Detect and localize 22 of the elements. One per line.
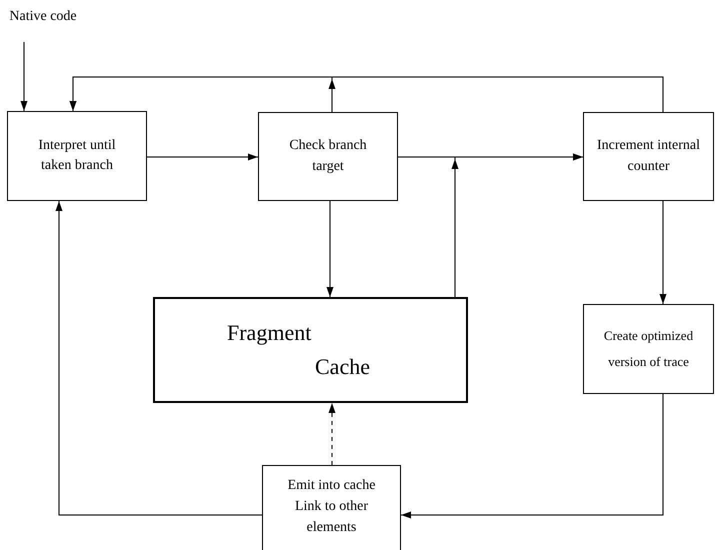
cache-box [153, 297, 468, 403]
node-label: Check branch target [288, 137, 368, 176]
arrow [328, 402, 336, 466]
process-box [7, 111, 147, 201]
arrow [70, 76, 336, 112]
node-label: Interpret until taken branch [37, 137, 117, 175]
process-box [583, 304, 714, 394]
arrow [56, 200, 262, 516]
node-label: Create optimized version of trace [602, 327, 694, 371]
process-box [583, 112, 714, 201]
arrow [660, 200, 666, 304]
arrow [452, 154, 584, 298]
node-label: Fragment [227, 318, 312, 347]
node-label: Increment internal counter [596, 137, 701, 176]
process-box [258, 112, 398, 201]
arrow [146, 154, 258, 160]
node-label: Emit into cache Link to other elements [286, 476, 376, 536]
arrow [326, 200, 334, 298]
node-label: Cache [315, 353, 370, 381]
arrow [400, 394, 664, 518]
arrow [20, 42, 28, 112]
process-box [262, 465, 401, 550]
